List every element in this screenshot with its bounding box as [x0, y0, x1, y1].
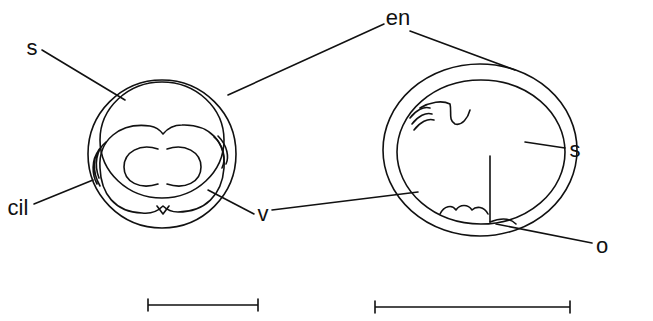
velum-outline [100, 125, 224, 213]
cilia [410, 107, 434, 130]
leader-line [525, 142, 565, 148]
envelope-outline [88, 80, 236, 228]
leader-line [272, 192, 418, 210]
velum-lobes [440, 206, 488, 215]
velum-inner [167, 147, 201, 186]
part-label: cil [8, 196, 29, 220]
envelope-outline [383, 64, 577, 236]
cilia [93, 142, 106, 186]
cilia [214, 136, 227, 168]
shell-outline [100, 82, 224, 198]
mouth-line [489, 156, 491, 222]
leader-line [228, 24, 384, 95]
part-label: v [258, 202, 269, 226]
leader-line [208, 190, 254, 214]
part-label: o [596, 234, 608, 258]
shell-outline [397, 80, 565, 224]
leader-line [410, 31, 515, 70]
mouth-edge [490, 219, 516, 224]
scale-bar [148, 299, 258, 311]
scale-bar [375, 301, 570, 313]
part-label: en [386, 6, 410, 30]
part-label: s [570, 138, 581, 162]
leader-line [496, 224, 592, 243]
velum-inner [124, 147, 158, 186]
leader-line [42, 50, 125, 100]
part-label: s [27, 36, 38, 60]
velum-notch [157, 206, 169, 214]
leader-line [34, 180, 93, 204]
